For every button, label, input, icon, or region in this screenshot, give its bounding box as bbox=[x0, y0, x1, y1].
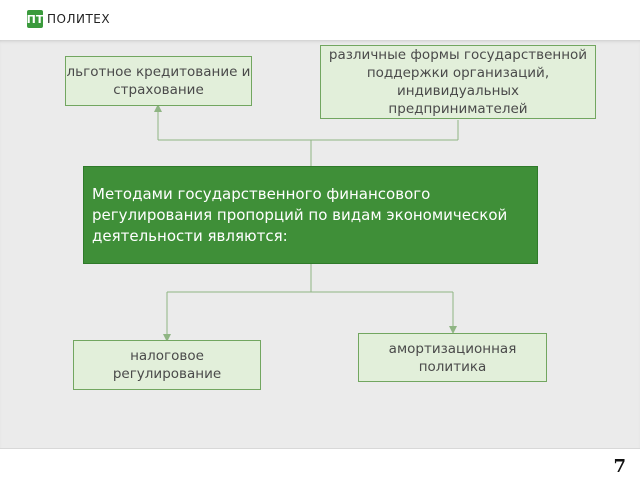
logo-mark-icon: ПТ bbox=[27, 10, 43, 28]
logo: ПТ ПОЛИТЕХ bbox=[27, 10, 110, 28]
box-depreciation-policy: амортизационная политика bbox=[358, 333, 547, 382]
box-preferential-credit: льготное кредитование и страхование bbox=[65, 56, 252, 106]
box-main-methods: Методами государственного финансового ре… bbox=[83, 166, 538, 264]
box-tax-regulation: налоговое регулирование bbox=[73, 340, 261, 390]
logo-text: ПОЛИТЕХ bbox=[47, 12, 111, 26]
header: ПТ ПОЛИТЕХ bbox=[0, 0, 640, 40]
page-number: 7 bbox=[613, 456, 626, 477]
box-state-support: различные формы государственной поддержк… bbox=[320, 45, 596, 119]
footer bbox=[0, 448, 640, 481]
